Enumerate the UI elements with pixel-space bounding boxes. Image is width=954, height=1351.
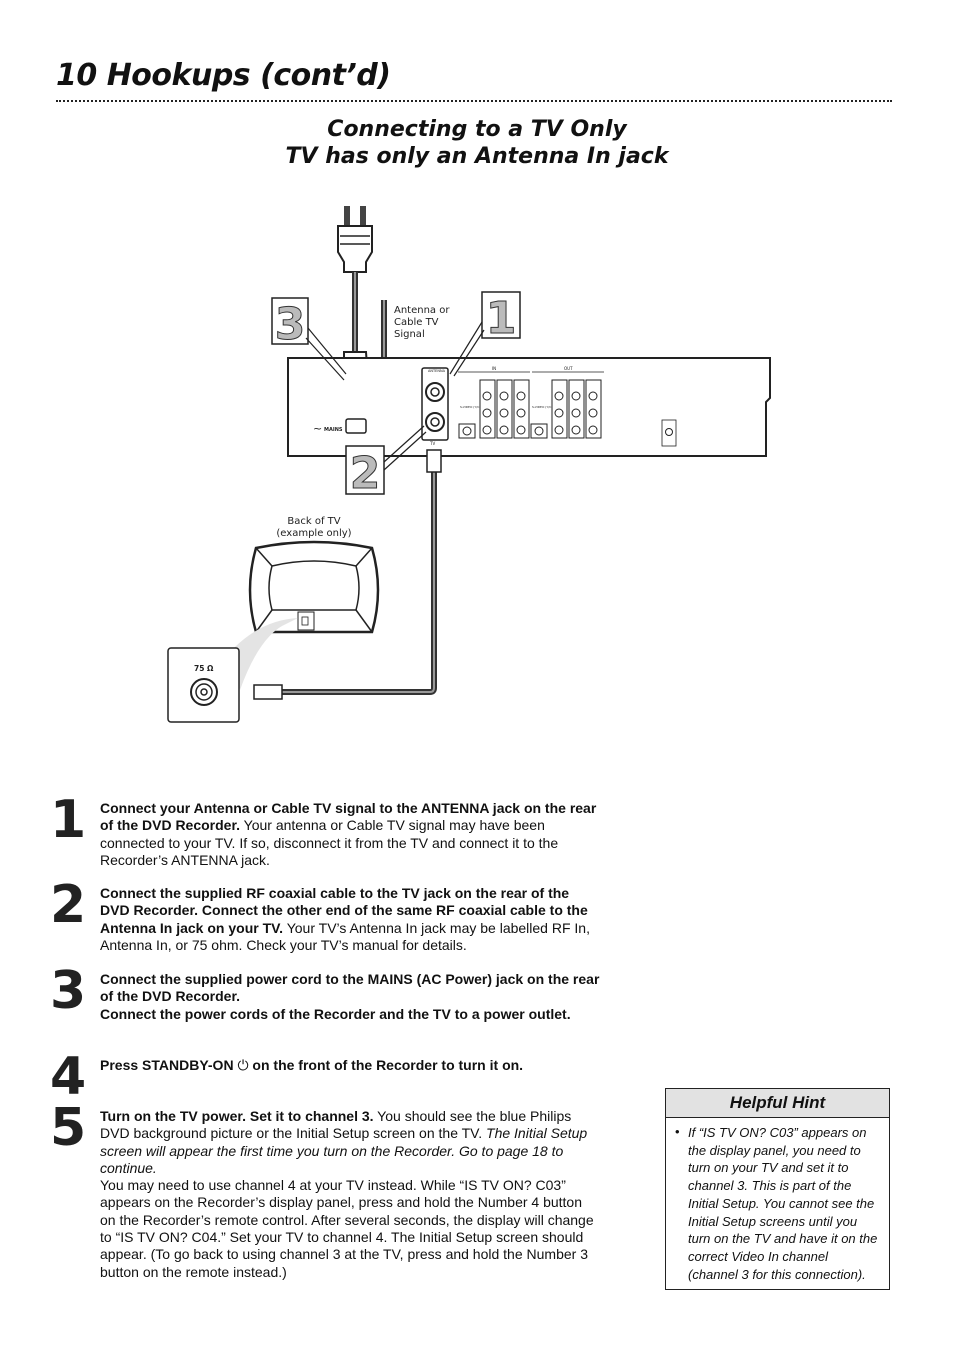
svg-text:2: 2 [350,448,381,499]
svg-text:ANTENNA: ANTENNA [428,369,446,373]
step-3-number: 3 [50,961,87,1021]
step-4: 4 Press STANDBY-ON ⏻ on the front of the… [50,1049,610,1105]
step-5-paragraph-2: You may need to use channel 4 at your TV… [100,1177,594,1280]
callout-3: 3 [271,297,347,381]
step-1-text: Your antenna or Cable TV signal may have… [100,817,559,868]
svg-text:TV: TV [429,441,435,446]
tv-back-illustration [248,540,380,634]
step-4-bold-a: Press STANDBY-ON [100,1057,234,1073]
header-dotted-rule [56,100,892,102]
helpful-hint-title: Helpful Hint [666,1089,889,1118]
step-1-number: 1 [50,790,87,850]
helpful-hint-box: Helpful Hint • If “IS TV ON? C03” appear… [665,1088,890,1290]
callout-2: 2 [345,425,427,500]
step-2-text: Your TV’s Antenna In jack may be labelle… [100,919,590,953]
step-2-bold: Connect the supplied RF coaxial cable to… [100,885,588,936]
tv-label-2: (example only) [276,528,351,539]
step-4-bold-b: on the front of the Recorder to turn it … [248,1057,524,1073]
hint-text: If “IS TV ON? C03” appears on the displa… [688,1125,878,1282]
step-2-number: 2 [50,875,87,935]
tv-label-1: Back of TV [287,516,340,527]
svg-text:OUT: OUT [564,366,573,371]
step-5-text: You should see the blue Philips DVD back… [100,1108,572,1142]
step-5-number: 5 [50,1098,87,1158]
step-5-italic: The Initial Setup screen will appear the… [100,1125,588,1176]
antenna-signal-label-1: Antenna or [394,305,450,316]
step-2: 2 Connect the supplied RF coaxial cable … [50,877,610,954]
zoom-indicator [230,618,298,690]
antenna-signal-label-2: Cable TV [394,317,439,328]
dvd-recorder-back-panel: ~ MAINS ANTENNA TV IN OUT S-VIDEO (Y/C) [287,357,771,457]
antenna-in-jack-zoom: 75 Ω [167,647,240,723]
svg-text:75 Ω: 75 Ω [194,664,214,673]
step-1: 1 Connect your Antenna or Cable TV signa… [50,792,610,869]
svg-text:MAINS: MAINS [324,427,343,433]
svg-text:1: 1 [486,293,517,344]
hint-bullet: • [675,1124,680,1139]
step-5-bold: Turn on the TV power. Set it to channel … [100,1108,374,1124]
hookup-diagram: ~ MAINS ANTENNA TV IN OUT S-VIDEO (Y/C) [167,206,771,723]
svg-text:S-VIDEO (Y/C): S-VIDEO (Y/C) [460,405,481,409]
antenna-signal-label-3: Signal [394,329,425,340]
section-title-line1: Connecting to a TV Only [327,117,627,142]
step-3-bold-2: Connect the power cords of the Recorder … [100,1005,571,1022]
step-4-number: 4 [50,1047,87,1107]
callout-1: 1 [449,291,521,377]
svg-text:IN: IN [492,366,496,371]
section-title-line2: TV has only an Antenna In jack [285,144,669,169]
svg-text:3: 3 [275,299,306,350]
power-icon: ⏻ [237,1057,249,1073]
step-5: 5 Turn on the TV power. Set it to channe… [50,1100,610,1281]
page-title: 10 Hookups (cont’d) [56,58,391,93]
svg-text:S-VIDEO (Y/C): S-VIDEO (Y/C) [532,405,553,409]
step-1-bold: Connect your Antenna or Cable TV signal … [100,800,597,834]
power-plug-icon [337,206,373,273]
step-3-bold-1: Connect the supplied power cord to the M… [100,971,600,1005]
step-3: 3 Connect the supplied power cord to the… [50,963,610,1023]
svg-text:~: ~ [313,422,322,435]
